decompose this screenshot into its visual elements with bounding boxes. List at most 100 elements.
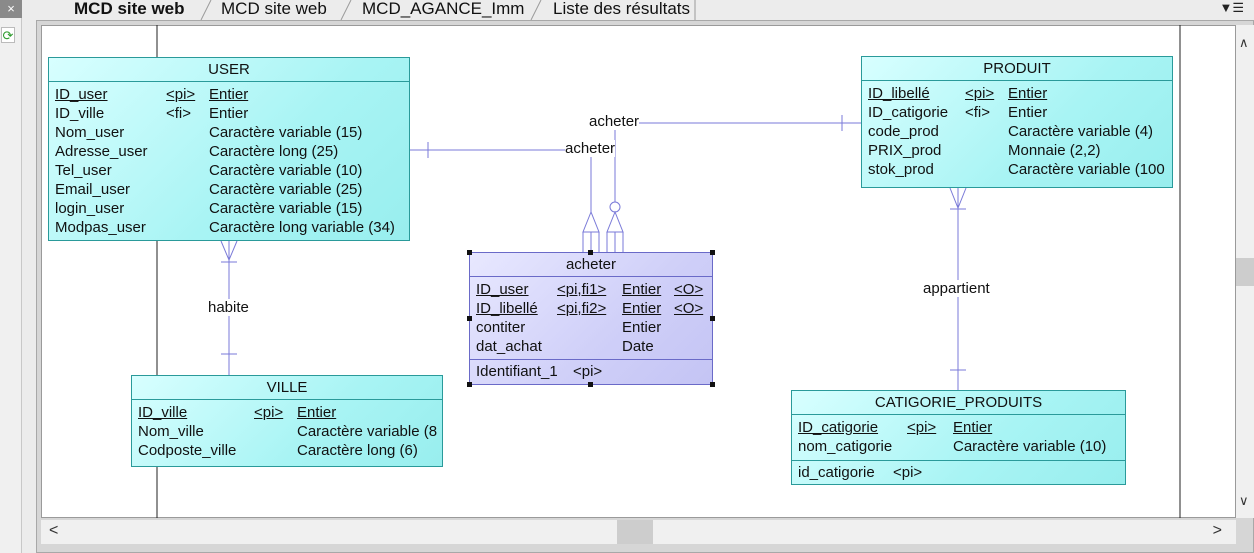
attr-extra: <O> [674, 300, 704, 317]
tab-mcd-agance-imm[interactable]: MCD_AGANCE_Imm [362, 0, 525, 18]
entity-title: CATIGORIE_PRODUITS [792, 391, 1125, 415]
attr-type: Entier [209, 105, 249, 122]
attr-name: stok_prod [868, 161, 934, 178]
vertical-scrollbar[interactable]: ∧ ∨ [1236, 25, 1254, 518]
attr-type: Entier [297, 404, 337, 421]
tab-mcd-site-web-active[interactable]: MCD site web [74, 0, 185, 18]
tab-mcd-site-web[interactable]: MCD site web [221, 0, 327, 18]
scroll-up-icon[interactable]: ∧ [1239, 35, 1249, 50]
attribute-row: ID_catigorie<pi>Entier [798, 418, 1125, 437]
attr-key: <pi> [254, 404, 284, 421]
attribute-row: stok_prod Caractère variable (100 [868, 160, 1172, 179]
attr-type: Caractère variable (10) [953, 438, 1107, 455]
selection-handle[interactable] [710, 250, 715, 255]
entity-user[interactable]: USER ID_user<pi>Entier ID_ville<fi>Entie… [48, 57, 410, 241]
left-panel-strip: × ⟳ [0, 0, 22, 553]
vertical-scroll-thumb[interactable] [1236, 258, 1254, 286]
attr-name: Nom_user [55, 124, 125, 141]
identifier-name: Identifiant_1 [476, 363, 558, 380]
relation-label-acheter-top[interactable]: acheter [589, 113, 640, 130]
attr-name: Nom_ville [138, 423, 204, 440]
selection-handle[interactable] [467, 382, 472, 387]
scroll-right-icon[interactable]: > [1212, 522, 1222, 539]
attr-name: code_prod [868, 123, 939, 140]
attribute-list: ID_user<pi>Entier ID_ville<fi>Entier Nom… [49, 82, 409, 237]
horizontal-scroll-thumb[interactable] [617, 520, 653, 544]
tab-bar: MCD site web MCD site web MCD_AGANCE_Imm… [22, 0, 1254, 20]
tab-liste-des-resultats[interactable]: Liste des résultats [553, 0, 691, 18]
attr-name: Modpas_user [55, 219, 146, 236]
attribute-row: Adresse_user Caractère long (25) [55, 142, 409, 161]
close-icon[interactable]: × [0, 0, 22, 18]
horizontal-scrollbar[interactable]: < > [41, 520, 1236, 544]
attr-type: Entier [1008, 85, 1048, 102]
tab-separator [340, 0, 352, 20]
attribute-row: Nom_user Caractère variable (15) [55, 123, 409, 142]
entity-produit[interactable]: PRODUIT ID_libellé<pi>Entier ID_catigori… [861, 56, 1173, 188]
attr-type: Monnaie (2,2) [1008, 142, 1101, 159]
attr-type: Caractère variable (100 [1008, 161, 1165, 178]
identifier-key: <pi> [573, 363, 603, 380]
attr-type: Entier [622, 281, 662, 298]
attribute-row: ID_ville<pi>Entier [138, 403, 442, 422]
selection-handle[interactable] [588, 250, 593, 255]
selection-handle[interactable] [710, 382, 715, 387]
attr-name: ID_catigorie [868, 104, 949, 121]
attr-name: ID_user [55, 86, 108, 103]
attr-name: Codposte_ville [138, 442, 237, 459]
entity-catigorie-produits[interactable]: CATIGORIE_PRODUITS ID_catigorie<pi>Entie… [791, 390, 1126, 485]
association-acheter[interactable]: acheter ID_user<pi,fi1>Entier<O> ID_libe… [469, 252, 713, 385]
attribute-list: ID_user<pi,fi1>Entier<O> ID_libellé<pi,f… [470, 277, 712, 359]
scroll-down-icon[interactable]: ∨ [1239, 493, 1249, 508]
scroll-left-icon[interactable]: < [49, 522, 59, 539]
attr-extra: <O> [674, 281, 704, 298]
attr-name: login_user [55, 200, 125, 217]
attr-name: Tel_user [55, 162, 112, 179]
attribute-row: ID_libellé<pi>Entier [868, 84, 1172, 103]
selection-handle[interactable] [467, 250, 472, 255]
attr-name: Adresse_user [55, 143, 148, 160]
selection-handle[interactable] [467, 316, 472, 321]
attribute-row: ID_libellé<pi,fi2>Entier<O> [476, 299, 712, 318]
attribute-row: Modpas_user Caractère long variable (34) [55, 218, 409, 237]
attribute-row: Codposte_ville Caractère long (6) [138, 441, 442, 460]
attribute-row: PRIX_prod Monnaie (2,2) [868, 141, 1172, 160]
selection-handle[interactable] [710, 316, 715, 321]
attr-key: <fi> [166, 105, 192, 122]
tab-list-menu-icon[interactable]: ▼☰ [1219, 0, 1244, 15]
attribute-row: contiter Entier [476, 318, 712, 337]
entity-title: PRODUIT [862, 57, 1172, 81]
attr-type: Caractère variable (4) [1008, 123, 1154, 140]
attr-type: Caractère variable (15) [209, 124, 363, 141]
attribute-row: ID_user<pi,fi1>Entier<O> [476, 280, 712, 299]
relation-label-acheter[interactable]: acheter [565, 140, 616, 157]
attribute-row: ID_catigorie<fi>Entier [868, 103, 1172, 122]
selection-handle[interactable] [588, 382, 593, 387]
attr-type: Caractère long (25) [209, 143, 339, 160]
attr-key: <pi> [965, 85, 995, 102]
attr-name: ID_libellé [476, 300, 538, 317]
attribute-row: nom_catigorie Caractère variable (10) [798, 437, 1125, 456]
relation-label-appartient[interactable]: appartient [923, 280, 990, 297]
identifier-key: <pi> [893, 464, 923, 481]
attr-name: nom_catigorie [798, 438, 893, 455]
attr-type: Caractère long (6) [297, 442, 418, 459]
attr-name: ID_catigorie [798, 419, 879, 436]
relation-label-habite[interactable]: habite [208, 299, 249, 316]
attr-name: PRIX_prod [868, 142, 942, 159]
identifier-section: id_catigorie<pi> [792, 460, 1125, 484]
refresh-icon[interactable]: ⟳ [1, 27, 15, 43]
attr-key: <pi,fi1> [557, 281, 607, 298]
attr-type: Entier [622, 319, 662, 336]
attr-name: contiter [476, 319, 526, 336]
attr-type: Caractère long variable (34) [209, 219, 395, 236]
identifier-section: Identifiant_1 <pi> [470, 359, 712, 383]
